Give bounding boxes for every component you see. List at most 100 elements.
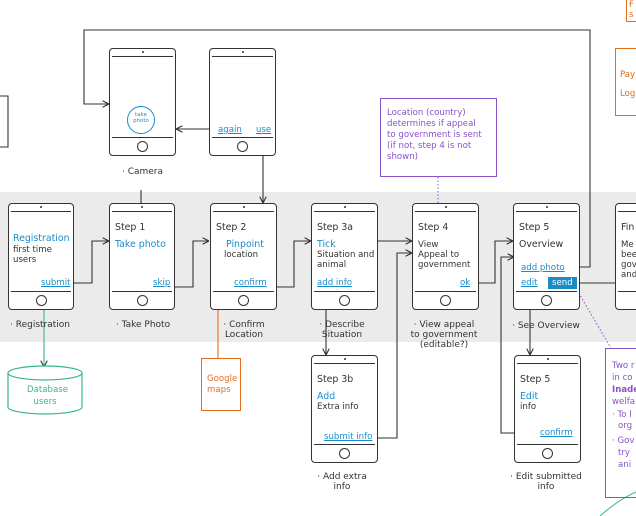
step3a-caption-2: Situation: [321, 330, 363, 340]
step5b-caption-2: info: [537, 482, 555, 492]
step2-phone: [210, 203, 277, 310]
step4-caption-2: to government: [410, 330, 478, 340]
home-button: [339, 295, 350, 306]
phone-camera-dot: [141, 51, 144, 53]
step3b-caption-2: info: [333, 482, 351, 492]
step2-body: location: [224, 250, 259, 260]
database-sublabel: users: [33, 397, 57, 407]
registration-phone: [8, 203, 74, 310]
step4-body-3: government: [418, 260, 471, 270]
step4-ok-link[interactable]: ok: [460, 278, 471, 288]
right-note-line-1: Two r: [612, 361, 635, 371]
home-button: [541, 295, 552, 306]
step3a-action: Tick: [317, 239, 336, 250]
step3b-submit-info-link[interactable]: submit info: [324, 432, 373, 442]
step2-caption-2: Location: [224, 330, 264, 340]
step5-add-photo-link[interactable]: add photo: [521, 263, 565, 273]
phone-screen: [618, 211, 636, 292]
step4-caption-3: (editable?): [419, 340, 469, 350]
phone-camera-dot: [545, 206, 548, 208]
step3a-caption-1: · Describe: [319, 320, 365, 330]
corner-note-line-1: F: [629, 0, 634, 10]
step5b-body: info: [520, 402, 537, 412]
home-button: [542, 448, 553, 459]
step4-title: Step 4: [418, 222, 449, 233]
right-note-line-6: org: [618, 421, 633, 431]
phone-screen: [415, 211, 476, 292]
step1-skip-link[interactable]: skip: [153, 278, 171, 288]
use-link[interactable]: use: [256, 125, 272, 135]
step5b-caption-1: · Edit submitted: [510, 472, 582, 482]
step3b-action: Add: [317, 391, 336, 402]
location-note-line-2: determines if appeal: [387, 119, 476, 129]
step5-edit-link[interactable]: edit: [521, 278, 538, 288]
step1-title: Step 1: [115, 222, 146, 233]
phone-camera-dot: [40, 206, 42, 208]
right-note-line-3: Inade: [612, 385, 636, 395]
step3a-body-2: animal: [317, 260, 347, 270]
again-link[interactable]: again: [218, 125, 242, 135]
step3a-body-1: Situation and: [317, 250, 375, 260]
phone-screen: [314, 211, 375, 292]
location-note: [380, 98, 497, 177]
location-note-line-3: to government is sent: [387, 130, 482, 140]
step2-title: Step 2: [216, 222, 247, 233]
right-note: [605, 348, 636, 498]
step4-phone: [412, 203, 479, 310]
phone-camera-dot: [546, 358, 549, 360]
registration-body-2: users: [13, 255, 37, 265]
phone-screen: [112, 56, 173, 138]
home-button: [440, 295, 451, 306]
home-button: [35, 295, 47, 306]
database-label: Database: [27, 385, 69, 395]
phone-camera-dot: [141, 206, 143, 208]
phone-camera-dot: [242, 206, 245, 208]
location-note-line-5: shown): [387, 152, 419, 162]
home-button: [339, 448, 350, 459]
right-note-line-2: in co: [612, 373, 633, 383]
step2-caption-1: · Confirm: [223, 320, 265, 330]
take-photo-button[interactable]: [127, 106, 155, 134]
step5b-title: Step 5: [520, 374, 551, 385]
google-maps-label-1: Google: [207, 374, 238, 384]
step1-caption: · Take Photo: [115, 320, 171, 330]
right-note-line-8: try: [618, 448, 630, 458]
phone-camera-dot: [343, 206, 346, 208]
camera-caption: · Camera: [121, 167, 164, 177]
top-right-note-line-1: Pay: [620, 70, 636, 80]
step3a-phone: [311, 203, 378, 310]
step3a-add-info-link[interactable]: add info: [317, 278, 353, 288]
phone-camera-dot: [343, 358, 346, 360]
preview-phone: [209, 48, 276, 156]
step5b-phone: [514, 355, 581, 463]
right-note-line-7: · Gov: [612, 436, 635, 446]
home-button: [136, 295, 148, 306]
step5-send-button[interactable]: send: [548, 277, 577, 289]
corner-note: [626, 0, 636, 22]
take-photo-label-1: take: [135, 112, 147, 118]
step5b-confirm-link[interactable]: confirm: [540, 428, 573, 438]
phone-screen: [11, 211, 71, 292]
step3b-title: Step 3b: [317, 374, 354, 385]
final-body-1: Me: [621, 240, 634, 250]
phone-screen: [314, 363, 375, 445]
step5-title: Step 5: [519, 222, 550, 233]
step5-body: Overview: [519, 239, 564, 250]
step2-confirm-link[interactable]: confirm: [234, 278, 267, 288]
registration-title: Registration: [13, 233, 70, 244]
step3b-caption-1: · Add extra: [317, 472, 367, 482]
final-body-3: gov: [621, 260, 636, 270]
home-button: [137, 141, 148, 152]
step3b-body: Extra info: [317, 402, 359, 412]
step4-caption-1: · View appeal: [413, 320, 475, 330]
phone-camera-dot: [444, 206, 447, 208]
step4-body-2: Appeal to: [418, 250, 460, 260]
corner-note-line-2: s: [629, 10, 634, 20]
step1-action: Take photo: [115, 239, 166, 250]
right-note-line-4: welfa: [612, 397, 635, 407]
final-body-2: bee: [621, 250, 636, 260]
phone-screen: [213, 211, 274, 292]
top-right-note: [615, 48, 636, 116]
registration-submit-link[interactable]: submit: [41, 278, 71, 288]
registration-body-1: first time: [13, 245, 52, 255]
